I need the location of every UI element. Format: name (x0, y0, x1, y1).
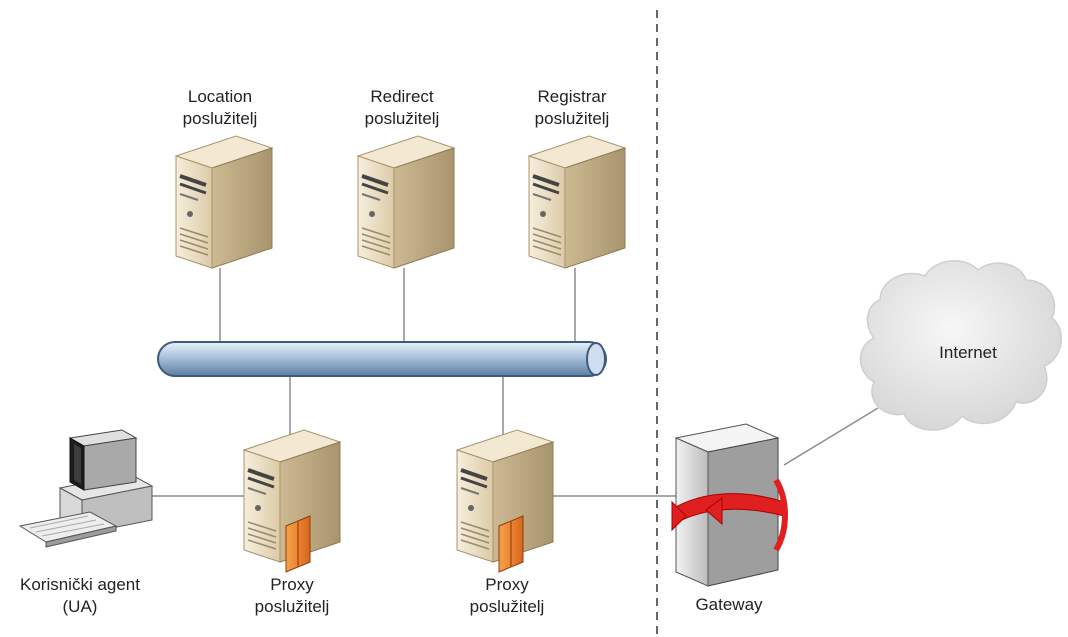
redirect-server-label: Redirect poslužitelj (342, 86, 462, 130)
proxy2-label-line2: poslužitelj (469, 597, 545, 616)
proxy-server-1-icon (242, 428, 342, 573)
registrar-label-line1: Registrar (537, 87, 607, 106)
redirect-server-icon (356, 134, 456, 270)
internet-label-text: Internet (939, 343, 997, 362)
proxy-server-1-label: Proxy poslužitelj (232, 574, 352, 618)
location-server-icon (174, 134, 274, 270)
gateway-icon (671, 423, 788, 587)
proxy-server-2-label: Proxy poslužitelj (447, 574, 567, 618)
user-agent-label-line2: (UA) (62, 597, 98, 616)
computer-icon (18, 429, 154, 548)
proxy1-label-line1: Proxy (270, 575, 314, 594)
registrar-server-icon (527, 134, 627, 270)
network-bus-pipe (157, 341, 607, 377)
cloud-icon (859, 260, 1062, 431)
redirect-label-line1: Redirect (370, 87, 434, 106)
user-agent-label: Korisnički agent (UA) (2, 574, 158, 618)
proxy1-label-line2: poslužitelj (254, 597, 330, 616)
location-server-label: Location poslužitelj (160, 86, 280, 130)
location-label-line2: poslužitelj (182, 109, 258, 128)
gateway-label-text: Gateway (695, 595, 763, 614)
location-label-line1: Location (187, 87, 253, 106)
connector-lines (150, 268, 879, 497)
proxy-server-2-icon (455, 428, 555, 573)
internet-label: Internet (918, 342, 1018, 364)
user-agent-label-line1: Korisnički agent (19, 575, 140, 594)
gateway-label: Gateway (674, 594, 784, 616)
registrar-server-label: Registrar poslužitelj (512, 86, 632, 130)
registrar-label-line2: poslužitelj (534, 109, 610, 128)
redirect-label-line2: poslužitelj (364, 109, 440, 128)
proxy2-label-line1: Proxy (485, 575, 529, 594)
